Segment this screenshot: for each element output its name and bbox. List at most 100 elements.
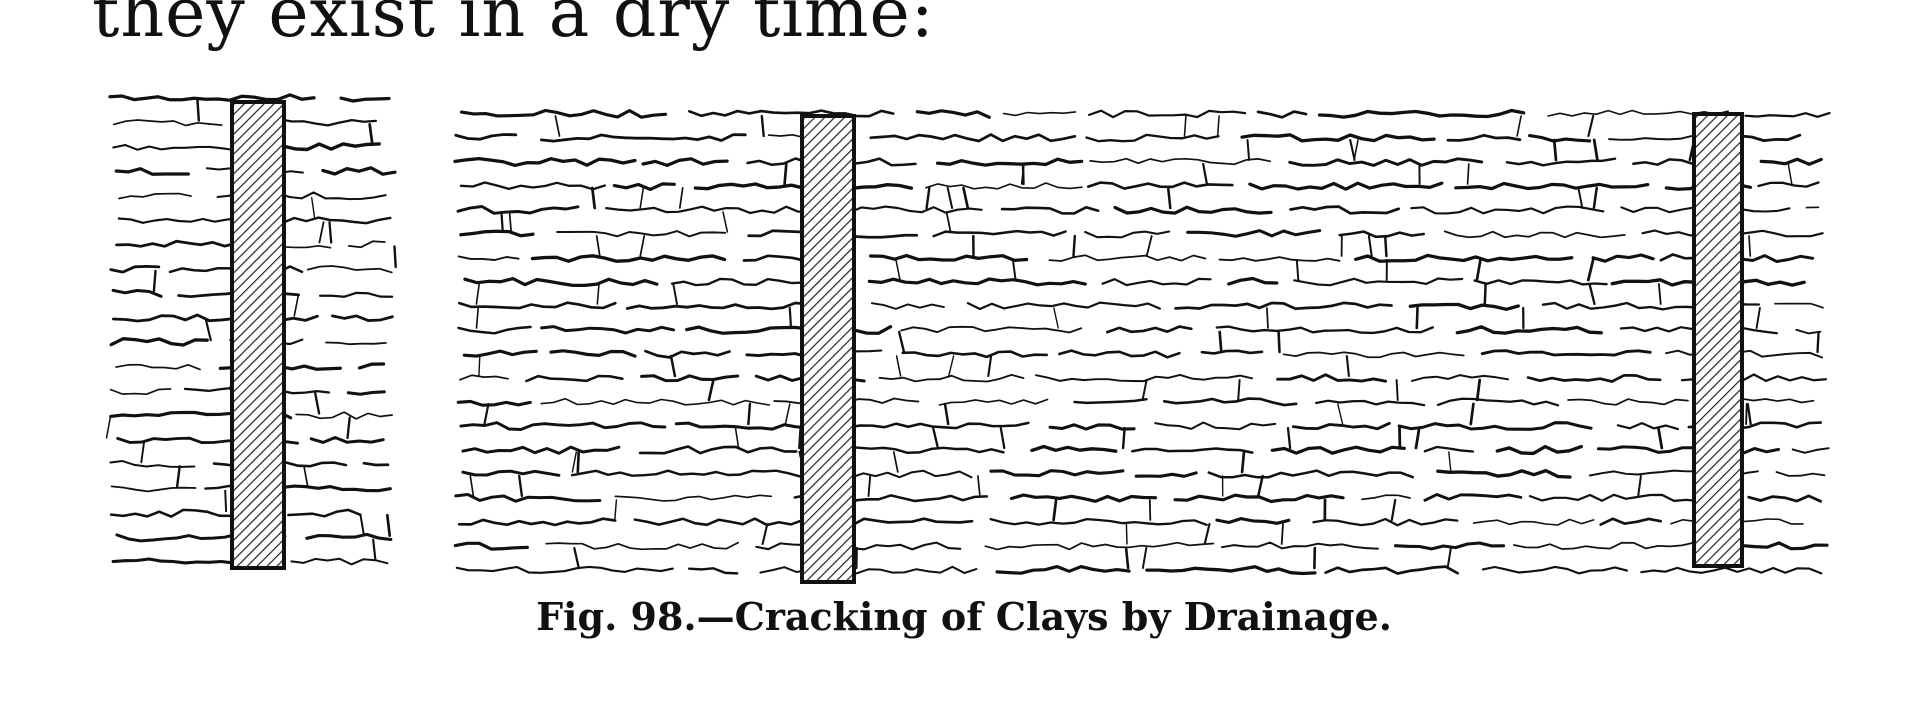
crack-line	[1425, 495, 1521, 501]
crack-joint	[154, 271, 156, 292]
crack-line	[640, 447, 796, 454]
crack-joint	[897, 356, 901, 376]
crack-joint	[748, 404, 750, 424]
crack-joint	[510, 212, 512, 232]
crack-line	[111, 266, 159, 272]
crack-joint	[1788, 164, 1792, 184]
crack-line	[456, 135, 516, 140]
crack-joint	[988, 356, 991, 376]
crack-joint	[304, 466, 308, 486]
crack-line	[1217, 327, 1433, 333]
crack-line	[1568, 399, 1688, 405]
crack-joint	[762, 116, 764, 136]
crack-joint	[319, 222, 323, 242]
crack-joint	[1338, 404, 1343, 424]
crack-line	[1482, 351, 1650, 355]
crack-line	[114, 120, 222, 126]
crack-line	[760, 567, 976, 574]
crack-line	[689, 111, 893, 117]
crack-line	[1530, 136, 1590, 142]
crack-joint	[869, 476, 871, 496]
crack-joint	[574, 548, 579, 568]
crack-line	[1507, 159, 1615, 166]
crack-line	[320, 293, 392, 297]
crack-line	[461, 183, 605, 190]
crack-line	[1593, 255, 1653, 261]
crack-joint	[1588, 260, 1593, 280]
crack-joint	[763, 524, 768, 544]
crack-line	[364, 463, 388, 465]
crack-line	[1796, 330, 1820, 334]
crack-line	[1229, 279, 1277, 284]
crack-line	[1050, 425, 1134, 429]
crack-joint	[1554, 140, 1556, 160]
crack-joint	[1347, 356, 1349, 376]
crack-line	[926, 183, 1082, 189]
crack-joint	[1354, 140, 1358, 160]
crack-line	[464, 351, 536, 356]
crack-joint	[1448, 548, 1451, 568]
crack-line	[332, 316, 392, 321]
crack-joint	[896, 260, 900, 280]
crack-joint	[387, 515, 389, 535]
crack-line	[1088, 183, 1232, 189]
crack-joint	[1248, 140, 1250, 160]
crack-line	[1761, 159, 1821, 164]
crack-joint	[1468, 164, 1469, 184]
crack-line	[458, 401, 530, 405]
crack-line	[1777, 472, 1825, 476]
crack-line	[615, 495, 771, 501]
crack-joint	[1658, 428, 1661, 448]
crack-line	[526, 376, 622, 381]
crack-joint	[578, 452, 579, 472]
drain-pipes	[232, 102, 1742, 582]
crack-line	[689, 568, 737, 573]
crack-line	[1362, 495, 1410, 499]
crack-line	[1103, 279, 1211, 285]
crack-line	[116, 169, 188, 175]
crack-line	[462, 111, 666, 118]
crack-line	[465, 279, 657, 286]
crack-joint	[294, 295, 298, 315]
crack-line	[1002, 207, 1098, 213]
crack-joint	[519, 476, 522, 496]
crack-joint	[1385, 236, 1386, 256]
crack-line	[1250, 183, 1442, 189]
crack-line	[687, 327, 891, 334]
crack-line	[938, 159, 1082, 165]
crack-line	[110, 461, 194, 467]
crack-line	[308, 266, 392, 272]
crack-line	[459, 303, 615, 308]
crack-line	[1445, 231, 1625, 237]
crack-joint	[1746, 404, 1747, 424]
crack-line	[1641, 568, 1821, 574]
crack-line	[110, 95, 314, 100]
crack-joint	[1594, 140, 1597, 160]
crack-joint	[1126, 548, 1128, 568]
crack-line	[117, 241, 249, 246]
crack-joint	[1143, 380, 1147, 400]
crack-joint	[477, 308, 479, 328]
crack-joint	[615, 500, 617, 520]
crack-joint	[1168, 188, 1170, 208]
crack-joint	[206, 320, 211, 340]
clay-crack-lines	[107, 95, 1830, 574]
crack-joint	[470, 476, 473, 496]
crack-line	[1326, 567, 1458, 574]
crack-joint	[1054, 308, 1058, 328]
crack-line	[1004, 112, 1076, 116]
crack-line	[461, 423, 665, 430]
crack-joint	[1477, 380, 1480, 400]
clay-cracking-drawing	[0, 80, 1928, 600]
crack-line	[1220, 257, 1340, 261]
crack-joint	[1074, 236, 1075, 256]
crack-line	[455, 159, 635, 166]
crack-line	[1012, 495, 1156, 501]
crack-joint	[592, 188, 594, 208]
crack-line	[1438, 471, 1570, 478]
crack-line	[1132, 449, 1252, 453]
crack-line	[968, 303, 1160, 309]
crack-line	[1202, 351, 1262, 354]
crack-joint	[899, 332, 904, 352]
